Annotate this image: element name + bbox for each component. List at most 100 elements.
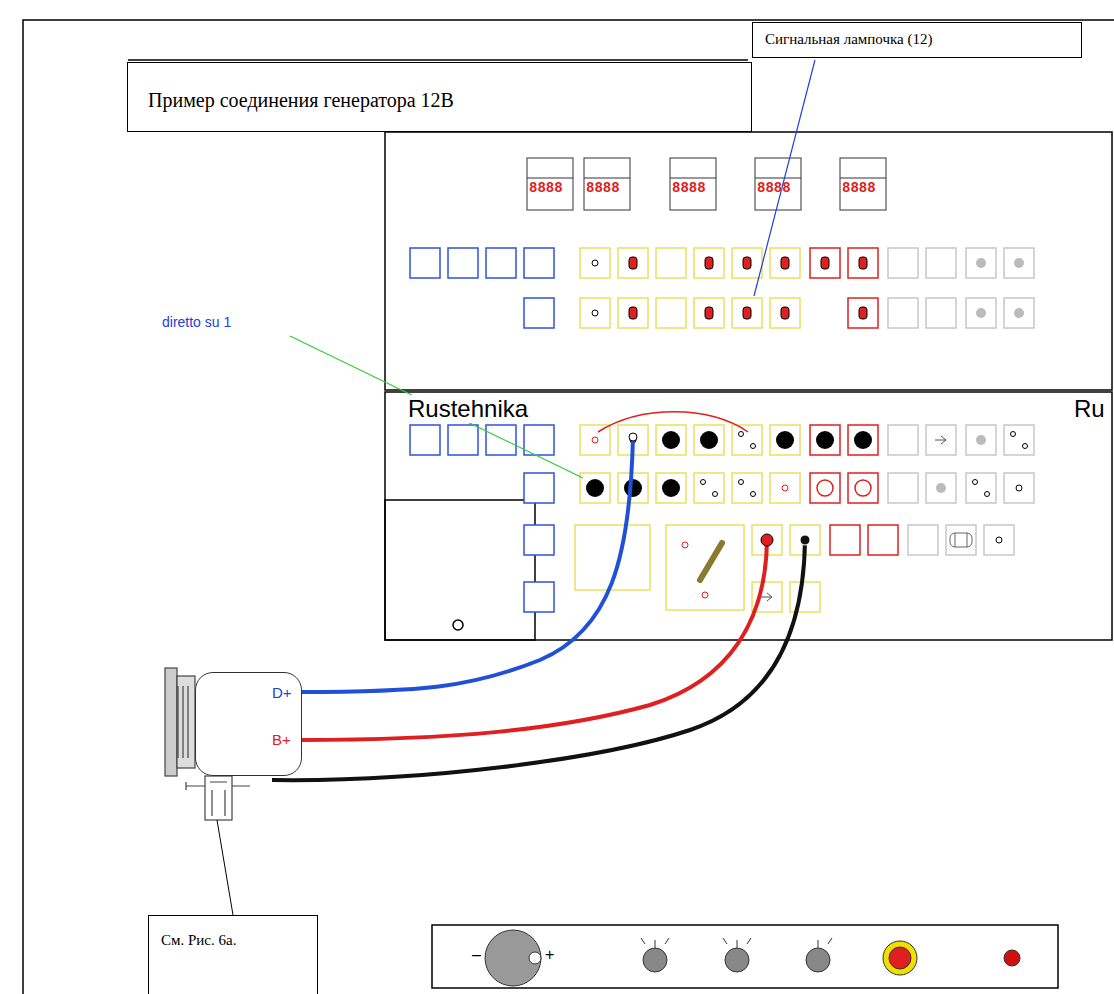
- terminal-socket: [629, 257, 637, 269]
- watermark: Ru: [1074, 395, 1105, 423]
- terminal: [1004, 473, 1034, 503]
- terminal-socket: [859, 307, 867, 319]
- knob-marker: [529, 952, 541, 964]
- terminal: [966, 473, 996, 503]
- emergency-stop: [883, 941, 917, 975]
- main-knob: [485, 930, 541, 986]
- display-digits: 8888: [842, 180, 876, 196]
- terminal: [926, 298, 956, 328]
- display-digits: 8888: [757, 180, 791, 196]
- terminal-arrow: [935, 436, 946, 444]
- terminal: [810, 425, 840, 455]
- terminal-hole: [701, 480, 706, 485]
- terminal: [656, 473, 686, 503]
- terminal: [888, 473, 918, 503]
- text-box: Сигнальная лампочка (12): [752, 22, 1082, 58]
- terminal: [888, 425, 918, 455]
- title-rule: [128, 59, 748, 61]
- display-frame: [584, 178, 630, 179]
- box-text: Сигнальная лампочка (12): [765, 31, 1081, 48]
- display-frame: [584, 158, 630, 210]
- inner-box: [385, 500, 535, 640]
- display-frame: [840, 178, 886, 179]
- terminal: [524, 248, 554, 278]
- terminal: [848, 248, 878, 278]
- jumper-wire: [598, 412, 748, 432]
- terminal: [966, 425, 996, 455]
- terminal: [486, 425, 516, 455]
- switch-block: [666, 525, 744, 610]
- scale-mark: +: [545, 946, 554, 964]
- terminal: [448, 248, 478, 278]
- indicator-led: [1004, 950, 1020, 966]
- terminal: [770, 425, 800, 455]
- terminal: [410, 425, 440, 455]
- display-frame: [670, 158, 716, 210]
- terminal-hole: [1023, 444, 1028, 449]
- terminal-hole: [985, 492, 990, 497]
- terminal-hole: [592, 260, 598, 266]
- ground-cable: [272, 540, 805, 780]
- terminal: [732, 473, 762, 503]
- terminal: [580, 248, 610, 278]
- terminal-socket: [816, 431, 834, 449]
- text-box: См. Рис. 6а.: [148, 915, 318, 994]
- control-panel: [432, 925, 1058, 988]
- terminal: [694, 248, 724, 278]
- terminal: [732, 298, 762, 328]
- terminal: [694, 425, 724, 455]
- terminal: [868, 525, 898, 555]
- terminal: [926, 473, 956, 503]
- terminal: [694, 298, 724, 328]
- plug: [800, 535, 810, 545]
- display-digits: 8888: [586, 180, 620, 196]
- terminal-socket: [821, 257, 829, 269]
- display-frame: [755, 178, 801, 179]
- terminal: [966, 298, 996, 328]
- terminal: [656, 248, 686, 278]
- terminal: [580, 425, 610, 455]
- terminal: [966, 248, 996, 278]
- b-plus-cable: [300, 540, 767, 740]
- terminal: [618, 248, 648, 278]
- switch-contact: [702, 592, 708, 598]
- panel-hole: [453, 620, 463, 630]
- terminal-socket: [776, 431, 794, 449]
- terminal: [524, 425, 554, 455]
- terminal-socket: [662, 431, 680, 449]
- page-frame: [23, 20, 1114, 994]
- terminal: [486, 248, 516, 278]
- terminal: [524, 582, 554, 612]
- terminal: [830, 525, 860, 555]
- terminal-socket: [629, 307, 637, 319]
- terminal: [656, 425, 686, 455]
- terminal: [448, 425, 478, 455]
- terminal-socket: [976, 308, 986, 318]
- terminal: [926, 248, 956, 278]
- knob: [643, 948, 667, 972]
- terminal-hole: [592, 437, 598, 443]
- terminal-hole: [713, 492, 718, 497]
- terminal-hole: [782, 485, 788, 491]
- terminal-hole: [739, 432, 744, 437]
- pulley: [165, 668, 177, 776]
- terminal: [848, 298, 878, 328]
- plug: [629, 433, 637, 441]
- terminal: [946, 525, 976, 555]
- pulley-hub: [177, 676, 195, 768]
- terminal-socket: [743, 307, 751, 319]
- terminal-socket: [700, 431, 718, 449]
- display-frame: [840, 158, 886, 210]
- terminal: [524, 298, 554, 328]
- terminal-socket: [743, 257, 751, 269]
- display-frame: [527, 178, 573, 179]
- terminal: [770, 298, 800, 328]
- terminal-socket: [781, 257, 789, 269]
- terminal-arrow: [761, 593, 772, 601]
- terminal: [524, 525, 554, 555]
- fuse-symbol: [950, 533, 972, 547]
- terminal: [656, 298, 686, 328]
- note-text: diretto su 1: [162, 314, 231, 330]
- terminal: [810, 248, 840, 278]
